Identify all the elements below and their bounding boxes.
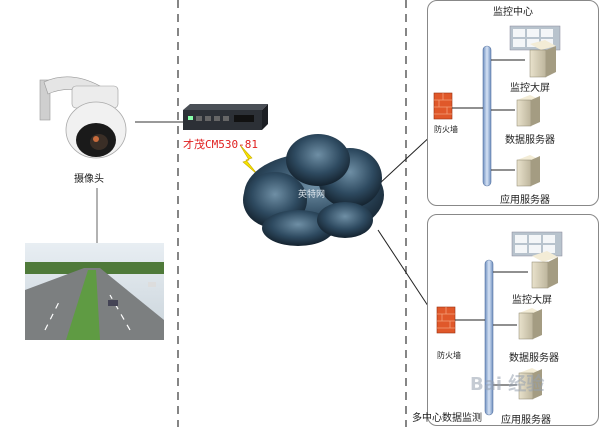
cloud-firewall-bottom-link [377, 229, 437, 319]
network-label: 英特网 [298, 190, 326, 200]
multi-center-caption: 多中心数据监测 [412, 413, 482, 424]
server-icon [518, 368, 542, 400]
video-wall-server-icon [509, 25, 561, 78]
cloud-firewall-top-link [377, 132, 435, 186]
bottom-item-label-2: 应用服务器 [501, 415, 551, 426]
server-icon [518, 308, 542, 340]
cloud-icon [243, 134, 384, 246]
bottom-item-label-1: 数据服务器 [509, 353, 559, 364]
top-center-devices [433, 25, 561, 187]
firewall-icon [436, 306, 456, 334]
video-wall-server-icon [511, 231, 563, 289]
bottom-item-label-0: 监控大屏 [512, 295, 552, 306]
panel-title: 监控中心 [493, 7, 533, 18]
top-item-label-2: 应用服务器 [500, 195, 550, 206]
encoder-label: 才茂CM530-81 [183, 138, 258, 151]
ptz-dome-camera-icon [39, 76, 127, 159]
firewall-icon [433, 92, 453, 120]
bottom-center-devices [436, 231, 563, 416]
watermark: Bai 经验 [470, 374, 545, 395]
camera-label: 摄像头 [74, 174, 104, 185]
server-icon [516, 95, 540, 127]
highway-photo [25, 243, 164, 340]
top-item-label-0: 监控大屏 [510, 83, 550, 94]
firewall-label: 防火墙 [437, 351, 461, 360]
network-bus [484, 259, 494, 416]
firewall-label: 防火墙 [434, 125, 458, 134]
server-icon [516, 155, 540, 187]
network-bus [482, 45, 492, 187]
top-item-label-1: 数据服务器 [505, 135, 555, 146]
video-encoder-box-icon [183, 104, 268, 130]
